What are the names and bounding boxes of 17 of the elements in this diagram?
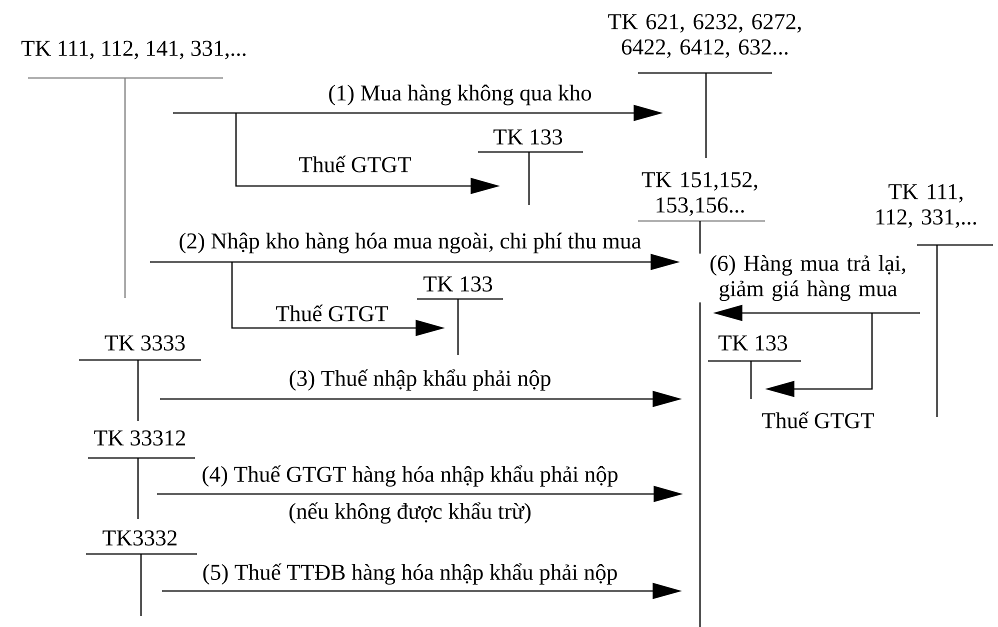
edge-label: Thuế GTGT — [760, 410, 876, 430]
edge-label: Thuế GTGT — [297, 154, 413, 174]
t-account: TK 33312 — [88, 430, 196, 519]
edge-label: Thuế GTGT — [274, 303, 390, 323]
edge-label: (3) Thuế nhập khẩu phải nộp — [287, 368, 553, 392]
edge-label: (6) Hàng mua trả lại, giảm giá hàng mua — [698, 254, 918, 302]
edge-label: (4) Thuế GTGT hàng hóa nhập khẩu phải nộp — [200, 464, 620, 488]
edge-label: (5) Thuế TTĐB hàng hóa nhập khẩu phải nộp — [200, 562, 620, 586]
edge-label: (2) Nhập kho hàng hóa mua ngoài, chi phí thu mua — [177, 231, 643, 255]
t-account: TK 621, 6232, 6272, 6422, 6412, 632... — [608, 14, 801, 158]
t-account: TK 133 — [417, 276, 503, 355]
edge-label: (1) Mua hàng không qua kho — [326, 83, 594, 107]
t-account: TK 133 — [478, 129, 583, 205]
t-account: TK 3333 — [79, 335, 201, 421]
note: (nếu không được khẩu trừ) — [290, 502, 531, 524]
t-account: TK 133 — [708, 335, 801, 399]
t-account: TK3332 — [86, 530, 197, 616]
